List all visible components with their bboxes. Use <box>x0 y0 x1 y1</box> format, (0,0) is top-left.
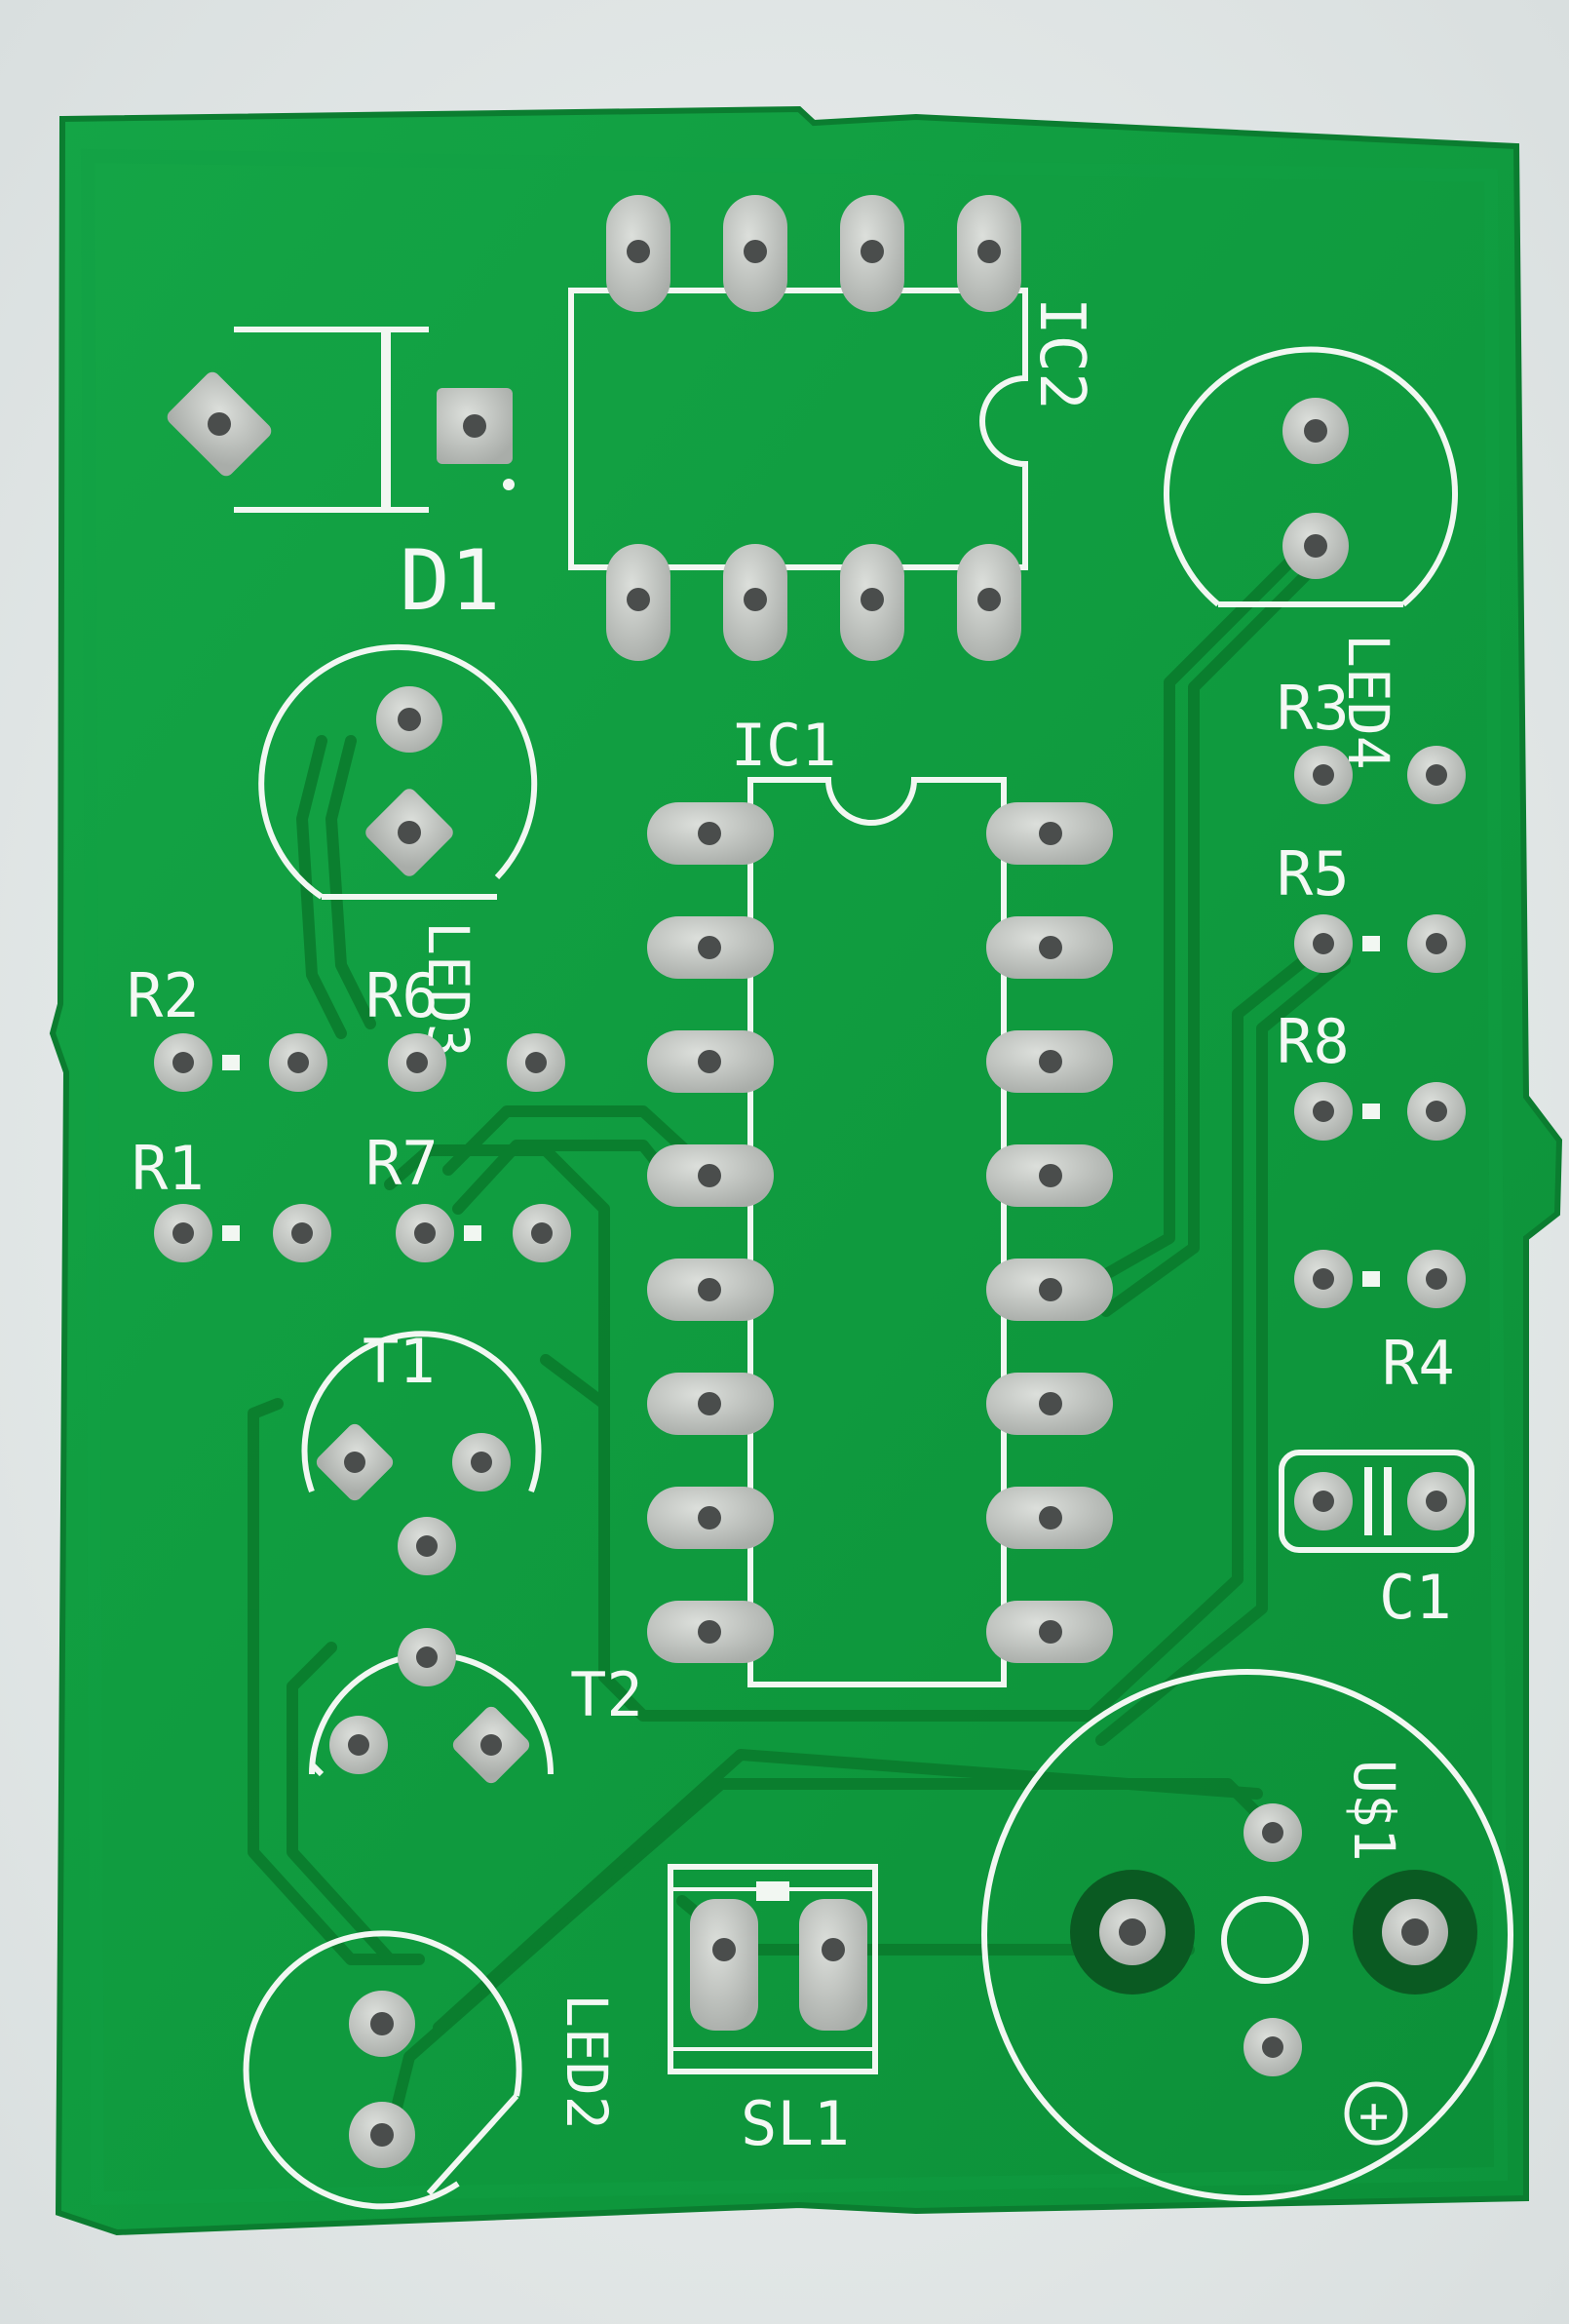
resistor-r5: R5 <box>1277 838 1466 973</box>
resistor-r7: R7 <box>365 1128 571 1262</box>
regulator-us1: + U$1 <box>981 1669 1513 2201</box>
label-c1: C1 <box>1379 1562 1452 1633</box>
resistor-r6: R6 <box>365 960 565 1092</box>
resistor-r2: R2 <box>127 960 327 1092</box>
board-edge-shadow <box>80 148 1509 2206</box>
label-led3: LED3 <box>415 921 481 1058</box>
copper-traces <box>248 530 1351 2141</box>
chip-ic2: IC2 <box>568 195 1097 661</box>
chip-ic1: IC1 <box>647 712 1113 1687</box>
label-r5: R5 <box>1277 838 1350 910</box>
label-ic1: IC1 <box>731 712 836 780</box>
resistor-r8: R8 <box>1277 1006 1466 1141</box>
connector-sl1: SL1 <box>668 1864 878 2159</box>
label-plus: + <box>1359 2087 1389 2146</box>
label-us1: U$1 <box>1341 1760 1407 1862</box>
label-r2: R2 <box>127 960 200 1031</box>
label-led2: LED2 <box>554 1994 620 2130</box>
label-r3: R3 <box>1277 673 1350 744</box>
led-led4: LED4 <box>1164 346 1458 770</box>
label-t2: T2 <box>570 1659 643 1730</box>
resistor-r3: R3 <box>1277 673 1466 804</box>
diode-d1: D1 <box>167 327 515 630</box>
label-sl1: SL1 <box>741 2088 850 2159</box>
transistor-t2: T2 <box>309 1628 643 1784</box>
label-r6: R6 <box>365 960 439 1031</box>
resistor-r1: R1 <box>132 1133 331 1262</box>
resistor-r4: R4 <box>1294 1250 1466 1399</box>
led-led2: LED2 <box>243 1930 620 2210</box>
capacitor-c1: C1 <box>1279 1450 1474 1633</box>
label-r4: R4 <box>1382 1328 1455 1399</box>
led-led3: LED3 <box>258 643 538 1058</box>
label-d1: D1 <box>400 532 501 630</box>
label-r1: R1 <box>132 1133 205 1204</box>
label-led4: LED4 <box>1335 634 1401 770</box>
label-r8: R8 <box>1277 1006 1350 1077</box>
pcb-board <box>49 105 1563 2236</box>
label-r7: R7 <box>365 1128 439 1199</box>
transistor-t1: T1 <box>301 1326 542 1575</box>
label-ic2: IC2 <box>1025 297 1097 410</box>
label-t1: T1 <box>363 1326 436 1397</box>
